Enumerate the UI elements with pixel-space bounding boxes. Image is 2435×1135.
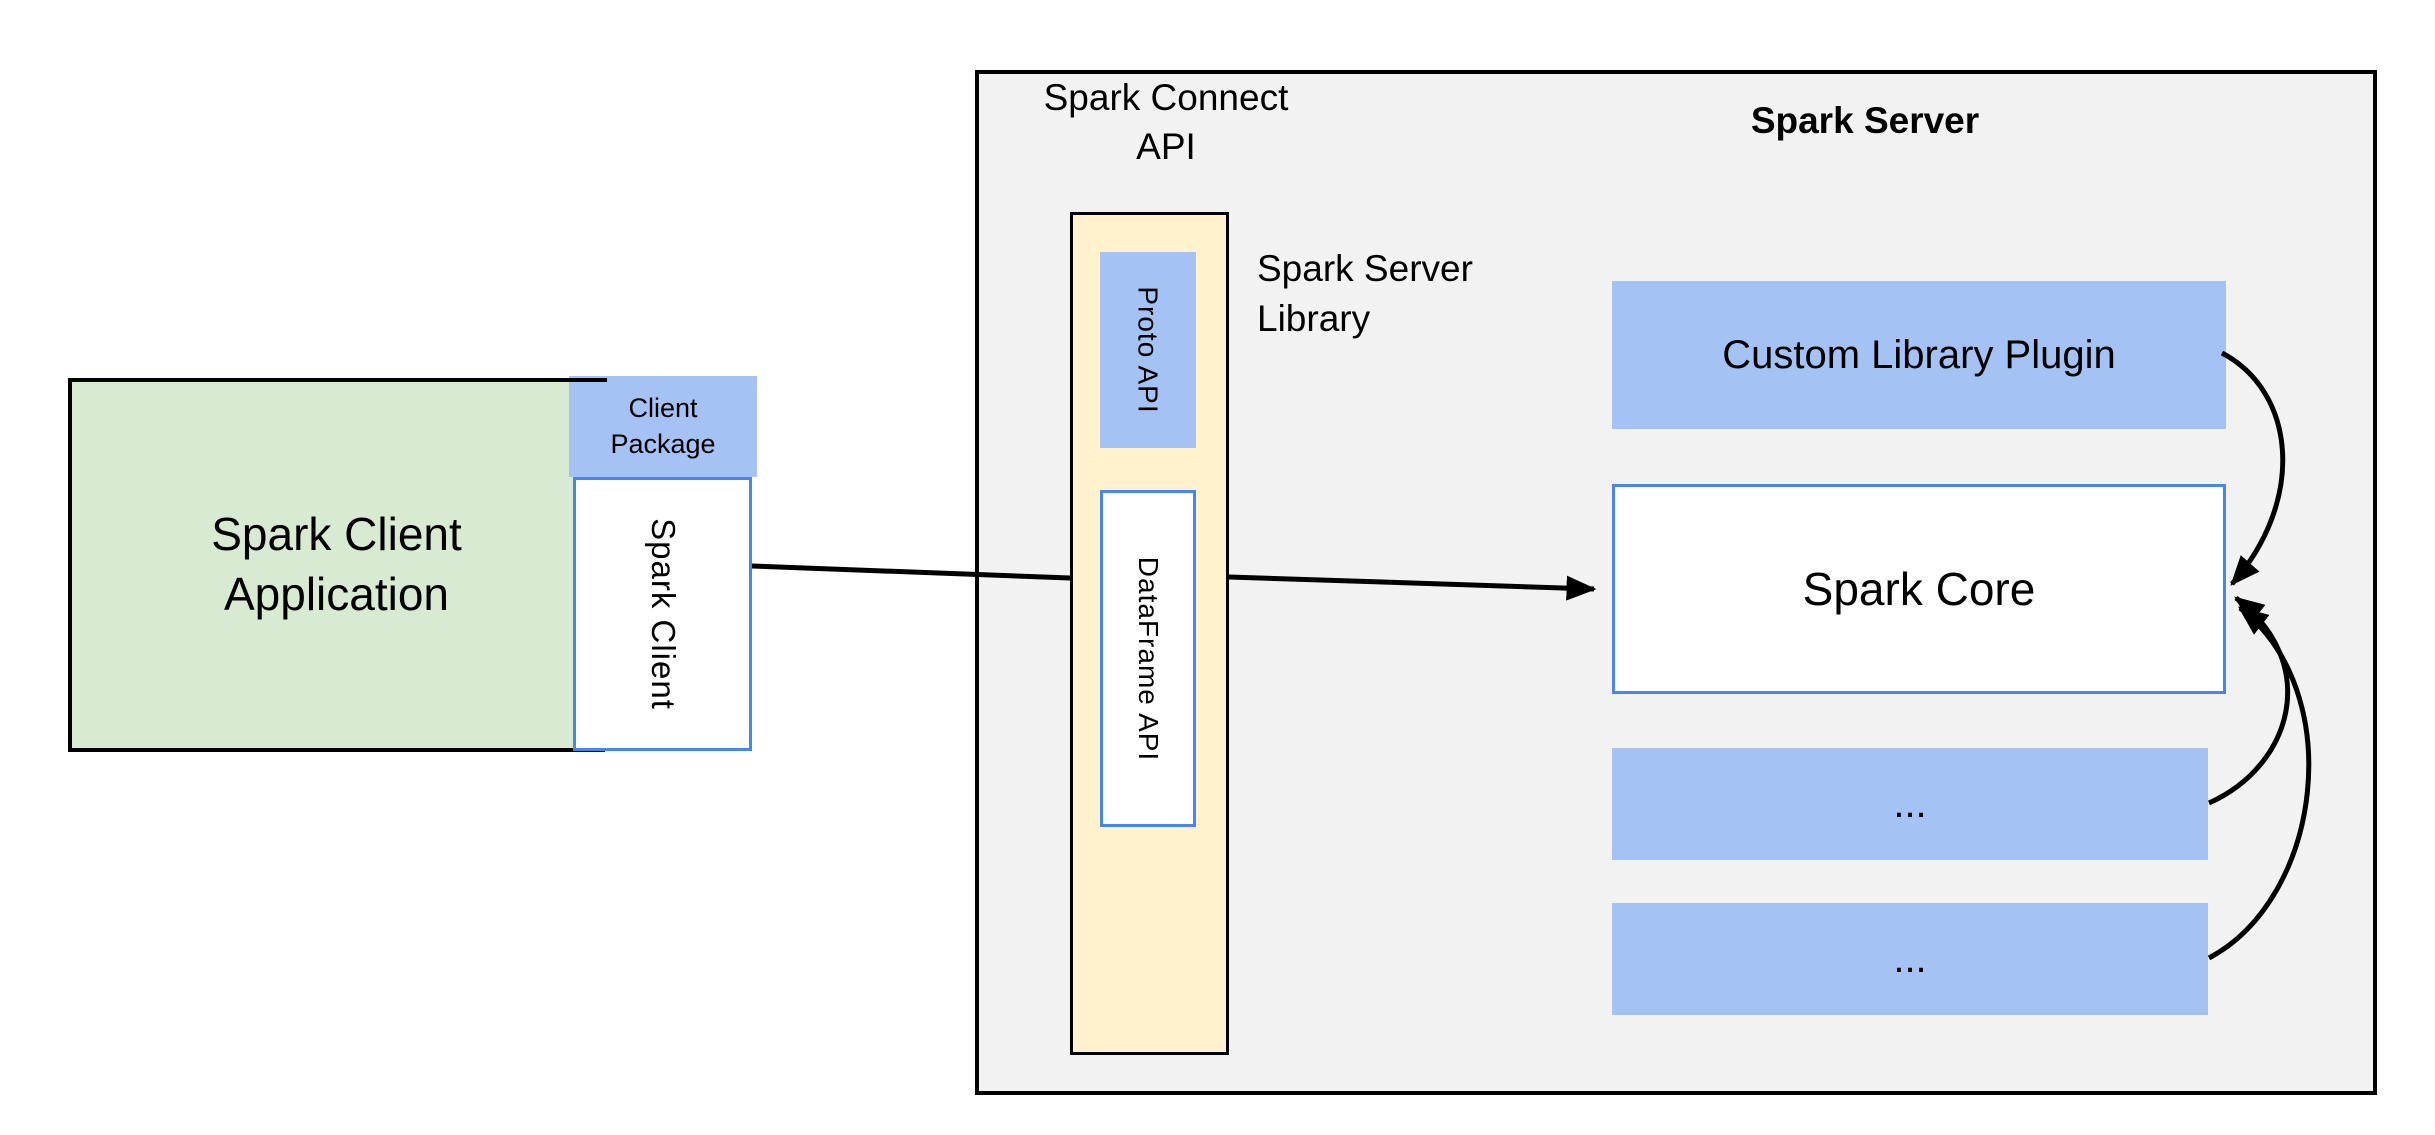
label-plugin-slot-1: ...: [1893, 782, 1927, 826]
box-plugin-slot-2: ...: [1612, 903, 2208, 1015]
label-spark-connect-api-line2: API: [1136, 125, 1196, 167]
label-custom-library-plugin: Custom Library Plugin: [1722, 332, 2116, 377]
label-spark-client-application-line2: Application: [223, 568, 450, 620]
box-client-package: Client Package: [569, 376, 757, 477]
label-spark-server-title: Spark Server: [1725, 100, 2005, 142]
label-client-package-line1: Client: [628, 392, 698, 423]
label-dataframe-api: DataFrame API: [1133, 556, 1164, 761]
label-spark-server-library: Spark Server Library: [1257, 244, 1557, 344]
label-spark-core: Spark Core: [1802, 563, 2036, 615]
label-spark-client: Spark Client: [644, 518, 682, 710]
box-dataframe-api: DataFrame API: [1100, 490, 1196, 827]
label-spark-client-application-line1: Spark Client: [211, 508, 462, 561]
green-border-overlap-stub: [569, 378, 607, 382]
label-spark-connect-api: Spark Connect API: [1000, 74, 1332, 172]
box-plugin-slot-1: ...: [1612, 748, 2208, 860]
box-spark-core: Spark Core: [1612, 484, 2226, 694]
label-proto-api: Proto API: [1133, 286, 1165, 414]
box-custom-library-plugin: Custom Library Plugin: [1612, 281, 2226, 429]
label-spark-server-title-text: Spark Server: [1750, 100, 1980, 141]
label-spark-server-library-line1: Spark Server: [1257, 248, 1473, 289]
label-spark-server-library-line2: Library: [1257, 297, 1371, 339]
label-client-package-line2: Package: [610, 428, 716, 459]
box-spark-client: Spark Client: [573, 477, 752, 751]
label-spark-connect-api-line1: Spark Connect: [1043, 77, 1289, 118]
box-proto-api: Proto API: [1100, 252, 1196, 448]
box-spark-client-application: Spark Client Application: [68, 378, 605, 752]
label-plugin-slot-2: ...: [1893, 937, 1927, 981]
